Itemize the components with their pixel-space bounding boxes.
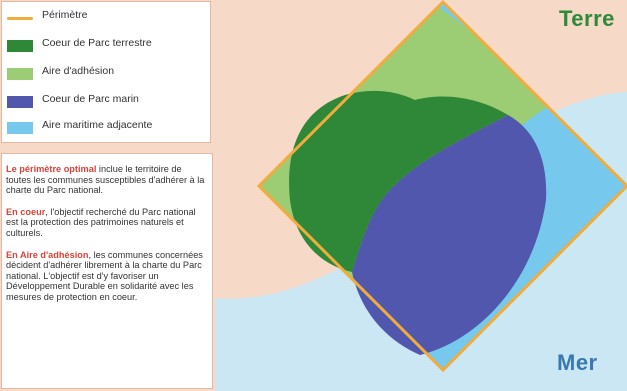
legend-item-aire-maritime: Aire maritime adjacente <box>2 118 212 138</box>
coeur-marin-swatch-icon <box>7 96 33 108</box>
legend-item-aire-adhesion: Aire d'adhésion <box>2 64 212 84</box>
info-paragraph-adhesion: En Aire d'adhésion, les communes concern… <box>6 250 206 303</box>
terre-label: Terre <box>559 6 615 31</box>
legend-item-perimetre: Périmètre <box>2 8 212 28</box>
info-paragraph-perimetre: Le périmètre optimal inclue le territoir… <box>6 164 206 196</box>
legend-label: Aire d'adhésion <box>42 65 115 77</box>
info-text: inclue le territoire de toutes les commu… <box>6 164 205 196</box>
legend-label: Coeur de Parc terrestre <box>42 37 152 49</box>
mer-label: Mer <box>557 350 598 375</box>
legend-item-coeur-terrestre: Coeur de Parc terrestre <box>2 36 212 56</box>
legend-label: Coeur de Parc marin <box>42 93 139 105</box>
coeur-marin-area <box>352 115 547 355</box>
aire-adhesion-swatch-icon <box>7 68 33 80</box>
info-text: , l'objectif recherché du Parc national … <box>6 206 196 238</box>
info-paragraph-coeur: En coeur, l'objectif recherché du Parc n… <box>6 207 206 239</box>
legend-item-coeur-marin: Coeur de Parc marin <box>2 92 212 112</box>
info-highlight: En coeur <box>6 206 46 217</box>
info-panel: Le périmètre optimal inclue le territoir… <box>1 153 213 389</box>
info-highlight: Le périmètre optimal <box>6 164 97 174</box>
perimeter-line-swatch-icon <box>7 17 33 20</box>
legend-label: Périmètre <box>42 9 88 21</box>
aire-maritime-swatch-icon <box>7 122 33 134</box>
info-text: , les communes concernées décident d'adh… <box>6 249 203 302</box>
coeur-terrestre-swatch-icon <box>7 40 33 52</box>
coeur-terrestre-area <box>289 90 508 272</box>
info-highlight: En Aire d'adhésion <box>6 249 89 260</box>
perimetre-outline <box>256 0 627 373</box>
legend: Périmètre Coeur de Parc terrestre Aire d… <box>1 1 211 143</box>
legend-label: Aire maritime adjacente <box>42 119 153 131</box>
